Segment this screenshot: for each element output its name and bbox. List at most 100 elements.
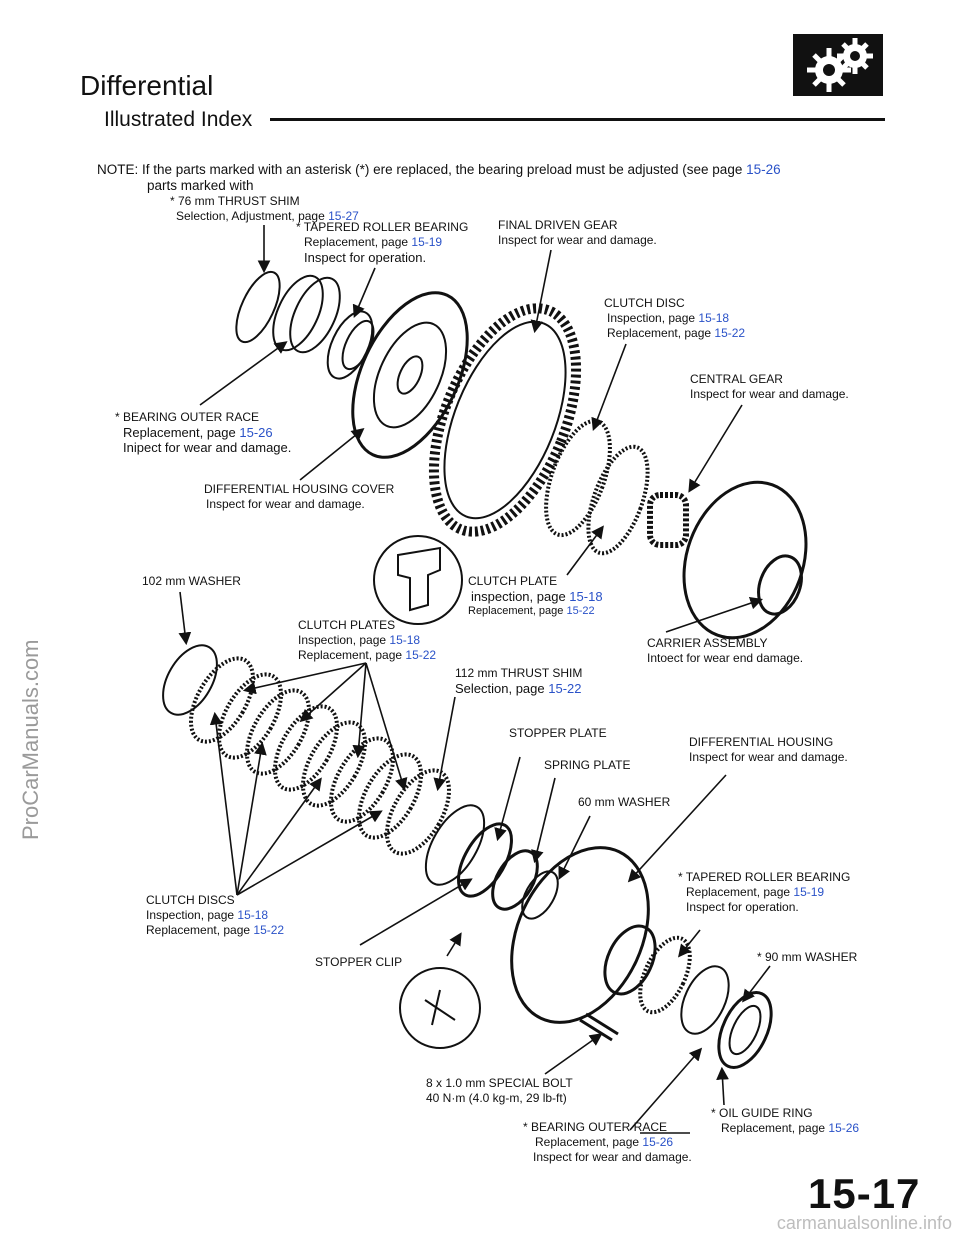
washer-60-drawing — [521, 870, 559, 920]
label-desc: inspection, page — [471, 589, 570, 604]
label-clutch-disc-top: CLUTCH DISC Inspection, page 15-18 Repla… — [604, 296, 745, 341]
label-torque: 40 N·m (4.0 kg-m, 29 lb-ft) — [426, 1091, 567, 1105]
page-number: 15-17 — [808, 1170, 921, 1217]
label-bearing-outer-race-top: * BEARING OUTER RACE Replacement, page 1… — [115, 410, 291, 455]
label-stopper-clip: STOPPER CLIP — [315, 955, 403, 969]
page-subtitle: Illustrated Index — [104, 108, 253, 131]
label-extra: Inspect for wear and damage. — [533, 1150, 692, 1164]
note-page-link[interactable]: 15-26 — [746, 162, 781, 177]
label-desc: Inspect for operation. — [686, 900, 799, 914]
clutch-disc-top-drawing — [544, 418, 612, 538]
page-link[interactable]: 15-22 — [548, 681, 582, 696]
label-name: * 76 mm THRUST SHIM — [170, 194, 300, 208]
label-desc: Inspect for wear and damage. — [206, 497, 365, 511]
label-desc: Replacement, page — [535, 1135, 643, 1149]
washer-90-drawing — [680, 965, 730, 1035]
page-link[interactable]: 15-22 — [566, 605, 595, 617]
label-final-driven-gear: FINAL DRIVEN GEAR Inspect for wear and d… — [498, 218, 657, 248]
label-central-gear: CENTRAL GEAR Inspect for wear and damage… — [690, 372, 849, 402]
differential-housing-drawing — [510, 846, 650, 1024]
page-link[interactable]: 15-18 — [698, 311, 730, 325]
label-desc: Selection, page — [455, 681, 549, 696]
label-extra: Inipect for wear and damage. — [123, 440, 292, 455]
page-link[interactable]: 15-18 — [569, 589, 603, 604]
label-name: * TAPERED ROLLER BEARING — [296, 220, 469, 234]
label-washer-90: * 90 mm WASHER — [757, 950, 858, 964]
page-link[interactable]: 15-18 — [237, 908, 269, 922]
page-link[interactable]: 15-19 — [411, 235, 443, 249]
page-link[interactable]: 15-22 — [714, 326, 746, 340]
label-clutch-plate: CLUTCH PLATE inspection, page 15-18 Repl… — [468, 574, 603, 619]
page-title: Differential — [80, 70, 214, 101]
page-link[interactable]: 15-22 — [253, 923, 285, 937]
final-driven-gear-drawing — [428, 303, 582, 537]
label-desc: Replacement, page — [607, 326, 715, 340]
label-desc: Replacement, page — [146, 923, 254, 937]
label-washer-60: 60 mm WASHER — [578, 795, 671, 809]
label-desc: Inspect for wear and damage. — [689, 750, 848, 764]
label-desc: Inspect for wear and damage. — [498, 233, 657, 247]
label-desc: Inspection, page — [146, 908, 238, 922]
label-desc: Selection, Adjustment, page — [176, 209, 329, 223]
label-desc: Intoect for wear end damage. — [647, 651, 804, 665]
label-extra: Inspect for operation. — [304, 250, 427, 265]
label-name: 8 x 1.0 mm SPECIAL BOLT — [426, 1076, 573, 1090]
label-desc: Replacement, page — [123, 425, 240, 440]
label-tapered-bearing-bottom: * TAPERED ROLLER BEARING Replacement, pa… — [678, 870, 850, 915]
label-name: 112 mm THRUST SHIM — [455, 666, 583, 680]
page-link[interactable]: 15-26 — [239, 425, 273, 440]
label-washer-102: 102 mm WASHER — [142, 574, 241, 588]
label-name: * BEARING OUTER RACE — [115, 410, 260, 424]
watermark-bottom: carmanualsonline.info — [776, 1213, 952, 1233]
label-oil-guide-ring: * OIL GUIDE RING Replacement, page 15-26 — [711, 1106, 859, 1136]
label-tapered-bearing-top: * TAPERED ROLLER BEARING Replacement, pa… — [296, 220, 468, 265]
label-desc: Inspect for wear and damage. — [690, 387, 849, 401]
label-name: CARRIER ASSEMBLY — [647, 636, 768, 650]
page-link[interactable]: 15-26 — [828, 1121, 860, 1135]
label-desc: Replacement, page — [298, 648, 406, 662]
label-name: CLUTCH DISC — [604, 296, 685, 310]
clutch-plate-detail-drawing — [373, 535, 463, 625]
label-carrier-assembly: CARRIER ASSEMBLY Intoect for wear end da… — [647, 636, 803, 666]
gears-icon — [793, 34, 883, 96]
page-link[interactable]: 15-26 — [642, 1135, 674, 1149]
stopper-clip-detail-drawing — [399, 967, 481, 1049]
spring-plate-drawing — [491, 849, 539, 911]
stopper-plate-drawing — [457, 822, 513, 898]
label-clutch-plates: CLUTCH PLATES Inspection, page 15-18 Rep… — [298, 618, 436, 663]
label-desc: Replacement, page — [686, 885, 794, 899]
note-line-2: parts marked with — [147, 178, 254, 193]
page-link[interactable]: 15-22 — [405, 648, 437, 662]
bearing-outer-race-bottom-drawing — [717, 991, 773, 1069]
page-link[interactable]: 15-18 — [389, 633, 421, 647]
label-desc: Replacement, page — [468, 605, 567, 617]
label-name: * BEARING OUTER RACE — [523, 1120, 668, 1134]
label-differential-housing: DIFFERENTIAL HOUSING Inspect for wear an… — [689, 735, 848, 765]
note-line-1: NOTE: If the parts marked with an asteri… — [97, 162, 781, 177]
label-name: * TAPERED ROLLER BEARING — [678, 870, 851, 884]
page-link[interactable]: 15-19 — [793, 885, 825, 899]
label-desc: Inspection, page — [298, 633, 390, 647]
label-clutch-discs: CLUTCH DISCS Inspection, page 15-18 Repl… — [146, 893, 284, 938]
label-desc: Replacement, page — [721, 1121, 829, 1135]
page-link[interactable]: 15-27 — [328, 209, 359, 223]
label-name: CLUTCH DISCS — [146, 893, 235, 907]
label-desc: Replacement, page — [304, 235, 412, 249]
carrier-assembly-drawing — [682, 480, 808, 640]
header-rule-right — [270, 118, 885, 121]
label-name: CENTRAL GEAR — [690, 372, 783, 386]
label-thrust-shim-112: 112 mm THRUST SHIM Selection, page 15-22 — [455, 666, 582, 696]
label-name: DIFFERENTIAL HOUSING COVER — [204, 482, 395, 496]
label-desc: Inspection, page — [607, 311, 699, 325]
thrust-shim-76-drawing — [235, 270, 281, 344]
watermark-left: ProCarManuals.com — [18, 639, 43, 840]
tapered-bearing-bottom-drawing — [638, 935, 692, 1015]
label-special-bolt: 8 x 1.0 mm SPECIAL BOLT 40 N·m (4.0 kg-m… — [426, 1076, 573, 1106]
special-bolt-drawing — [579, 1012, 619, 1042]
housing-cover-drawing — [351, 291, 469, 459]
label-name: CLUTCH PLATE — [468, 574, 558, 588]
note-text: NOTE: If the parts marked with an asteri… — [97, 162, 747, 177]
thrust-shim-112-drawing — [424, 804, 486, 886]
label-spring-plate: SPRING PLATE — [544, 758, 631, 772]
